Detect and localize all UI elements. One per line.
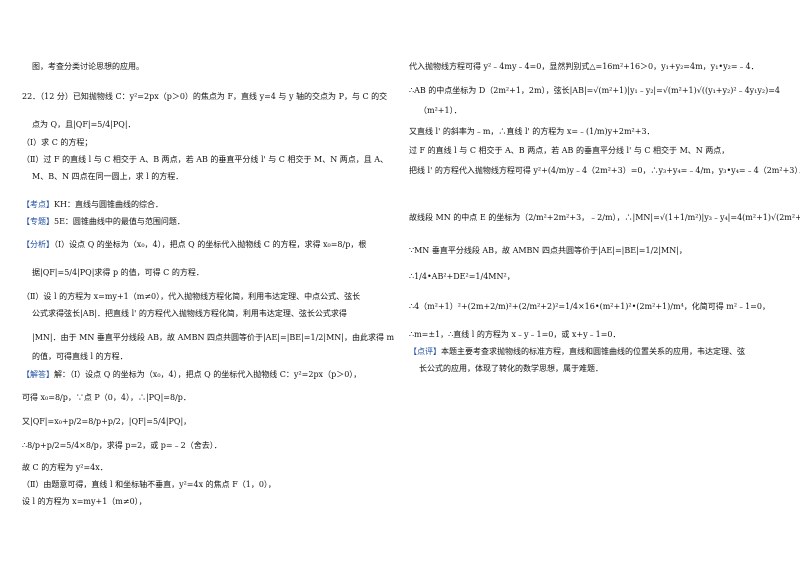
line-text: 过 F 的直线 l 与 C 相交于 A、B 两点，若 AB 的垂直平分线 l' … (409, 146, 730, 155)
line-text: 据|QF|=5/4|PQ|求得 p 的值，可得 C 的方程． (32, 268, 204, 277)
left-text-line: |MN|．由于 MN 垂直平分线段 AB，故 AMBN 四点共圆等价于|AE|=… (32, 333, 394, 343)
right-text-line: ∴4（m²+1）²+(2m+2/m)²+(2/m²+2)²=1/4×16•(m²… (409, 302, 770, 312)
line-text: （Ⅱ）设 l 的方程为 x=my+1（m≠0），代入抛物线方程化简，利用韦达定理… (22, 292, 361, 301)
right-text-line: 代入抛物线方程可得 y²﹣4my﹣4=0，显然判别式△=16m²+16＞0，y₁… (409, 62, 759, 72)
right-text-line: ∴m=±1，∴直线 l 的方程为 x﹣y﹣1=0，或 x+y﹣1=0． (409, 330, 621, 340)
line-text: 本题主要考查求抛物线的标准方程，直线和圆锥曲线的位置关系的应用，韦达定理、弦 (441, 347, 745, 356)
section-tag: 【专题】 (22, 217, 54, 226)
line-text: |MN|．由于 MN 垂直平分线段 AB，故 AMBN 四点共圆等价于|AE|=… (32, 333, 395, 342)
line-text: ∴4（m²+1）²+(2m+2/m)²+(2/m²+2)²=1/4×16•(m²… (409, 302, 770, 311)
line-text: 点为 Q，且|QF|=5/4|PQ|． (32, 120, 136, 129)
line-text: 5E：圆锥曲线中的最值与范围问题． (54, 217, 185, 226)
line-text: 解：（Ⅰ）设点 Q 的坐标为（x₀，4），把点 Q 的坐标代入抛物线 C：y²=… (54, 370, 362, 379)
line-text: 的值，可得直线 l 的方程． (32, 352, 128, 361)
right-text-line: 又直线 l' 的斜率为﹣m，∴直线 l' 的方程为 x=﹣(1/m)y+2m²+… (409, 127, 655, 137)
line-text: 图，考查分类讨论思想的应用。 (32, 62, 144, 71)
line-text: ∴AB 的中点坐标为 D（2m²+1，2m），弦长|AB|=√(m²+1)|y₁… (409, 86, 781, 95)
line-text: 又直线 l' 的斜率为﹣m，∴直线 l' 的方程为 x=﹣(1/m)y+2m²+… (409, 127, 655, 136)
right-text-line: ∵MN 垂直平分线段 AB，故 AMBN 四点共圆等价于|AE|=|BE|=1/… (409, 246, 687, 256)
left-text-line: 设 l 的方程为 x=my+1（m≠0）， (22, 497, 147, 507)
left-text-line: 又|QF|=x₀+p/2=8/p+p/2，|QF|=5/4|PQ|， (22, 417, 191, 427)
line-text: ∴m=±1，∴直线 l 的方程为 x﹣y﹣1=0，或 x+y﹣1=0． (409, 330, 621, 339)
section-tag: 【分析】 (22, 240, 54, 249)
line-text: ∴1/4•AB²+DE²=1/4MN²， (409, 272, 515, 281)
left-text-line: 点为 Q，且|QF|=5/4|PQ|． (32, 120, 136, 130)
left-text-line: 公式求得弦长|AB|．把直线 l' 的方程代入抛物线方程化简，利用韦达定理、弦长… (32, 309, 347, 319)
right-text-line: 过 F 的直线 l 与 C 相交于 A、B 两点，若 AB 的垂直平分线 l' … (409, 146, 729, 156)
right-text-line: （m²+1）． (419, 106, 462, 116)
line-text: 可得 x₀=8/p，∵点 P（0，4），∴|PQ|=8/p． (22, 393, 191, 402)
line-text: KH：直线与圆锥曲线的综合． (54, 200, 163, 209)
line-text: （Ⅰ）设点 Q 的坐标为（x₀，4），把点 Q 的坐标代入抛物线 C 的方程，求… (54, 240, 367, 249)
left-text-line: （Ⅱ）设 l 的方程为 x=my+1（m≠0），代入抛物线方程化简，利用韦达定理… (22, 292, 360, 302)
line-text: ∵MN 垂直平分线段 AB，故 AMBN 四点共圆等价于|AE|=|BE|=1/… (409, 246, 687, 255)
line-text: 又|QF|=x₀+p/2=8/p+p/2，|QF|=5/4|PQ|， (22, 417, 192, 426)
left-text-line: （Ⅱ）由题意可得，直线 l 和坐标轴不垂直，y²=4x 的焦点 F（1，0）， (22, 480, 276, 490)
left-text-line: 【考点】KH：直线与圆锥曲线的综合． (22, 200, 163, 210)
line-text: （m²+1）． (419, 106, 462, 115)
right-text-line: 长公式的应用，体现了转化的数学思想，属于难题． (419, 364, 603, 374)
left-text-line: ∴8/p+p/2=5/4×8/p，求得 p=2，或 p=﹣2（舍去）． (22, 441, 222, 451)
line-text: 设 l 的方程为 x=my+1（m≠0）， (22, 497, 147, 506)
line-text: 把线 l' 的方程代入抛物线方程可得 y²+(4/m)y﹣4（2m²+3）=0，… (409, 166, 800, 175)
left-text-line: 的值，可得直线 l 的方程． (32, 352, 128, 362)
section-tag: 【解答】 (22, 370, 54, 379)
line-text: （Ⅰ）求 C 的方程； (22, 138, 93, 147)
line-text: 故线段 MN 的中点 E 的坐标为（2/m²+2m²+3，﹣2/m），∴|MN|… (409, 213, 800, 222)
line-text: 公式求得弦长|AB|．把直线 l' 的方程代入抛物线方程化简，利用韦达定理、弦长… (32, 309, 347, 318)
right-text-line: ∴1/4•AB²+DE²=1/4MN²， (409, 272, 515, 282)
line-text: 长公式的应用，体现了转化的数学思想，属于难题． (419, 364, 603, 373)
left-text-line: 【分析】（Ⅰ）设点 Q 的坐标为（x₀，4），把点 Q 的坐标代入抛物线 C 的… (22, 240, 366, 250)
left-text-line: M、B、N 四点在同一圆上，求 l 的方程． (32, 172, 183, 182)
line-text: 代入抛物线方程可得 y²﹣4my﹣4=0，显然判别式△=16m²+16＞0，y₁… (409, 62, 759, 71)
left-text-line: 【专题】5E：圆锥曲线中的最值与范围问题． (22, 217, 185, 227)
section-tag: 【考点】 (22, 200, 54, 209)
right-text-line: 故线段 MN 的中点 E 的坐标为（2/m²+2m²+3，﹣2/m），∴|MN|… (409, 213, 800, 223)
left-text-line: 图，考查分类讨论思想的应用。 (32, 62, 144, 72)
right-text-line: 【点评】本题主要考查求抛物线的标准方程，直线和圆锥曲线的位置关系的应用，韦达定理… (409, 347, 745, 357)
left-text-line: 可得 x₀=8/p，∵点 P（0，4），∴|PQ|=8/p． (22, 393, 191, 403)
left-text-line: （Ⅱ）过 F 的直线 l 与 C 相交于 A、B 两点，若 AB 的垂直平分线 … (22, 155, 388, 165)
line-text: 22．（12 分）已知抛物线 C：y²=2px（p＞0）的焦点为 F，直线 y=… (22, 92, 388, 101)
left-text-line: 据|QF|=5/4|PQ|求得 p 的值，可得 C 的方程． (32, 268, 204, 278)
right-text-line: 把线 l' 的方程代入抛物线方程可得 y²+(4/m)y﹣4（2m²+3）=0，… (409, 166, 800, 176)
right-text-line: ∴AB 的中点坐标为 D（2m²+1，2m），弦长|AB|=√(m²+1)|y₁… (409, 86, 780, 96)
line-text: M、B、N 四点在同一圆上，求 l 的方程． (32, 172, 184, 181)
line-text: 故 C 的方程为 y²=4x． (22, 463, 108, 472)
left-text-line: （Ⅰ）求 C 的方程； (22, 138, 92, 148)
line-text: ∴8/p+p/2=5/4×8/p，求得 p=2，或 p=﹣2（舍去）． (22, 441, 222, 450)
left-text-line: 故 C 的方程为 y²=4x． (22, 463, 108, 473)
line-text: （Ⅱ）过 F 的直线 l 与 C 相交于 A、B 两点，若 AB 的垂直平分线 … (22, 155, 389, 164)
section-tag: 【点评】 (409, 347, 441, 356)
left-text-line: 22．（12 分）已知抛物线 C：y²=2px（p＞0）的焦点为 F，直线 y=… (22, 92, 387, 102)
left-text-line: 【解答】解：（Ⅰ）设点 Q 的坐标为（x₀，4），把点 Q 的坐标代入抛物线 C… (22, 370, 361, 380)
line-text: （Ⅱ）由题意可得，直线 l 和坐标轴不垂直，y²=4x 的焦点 F（1，0）， (22, 480, 276, 489)
